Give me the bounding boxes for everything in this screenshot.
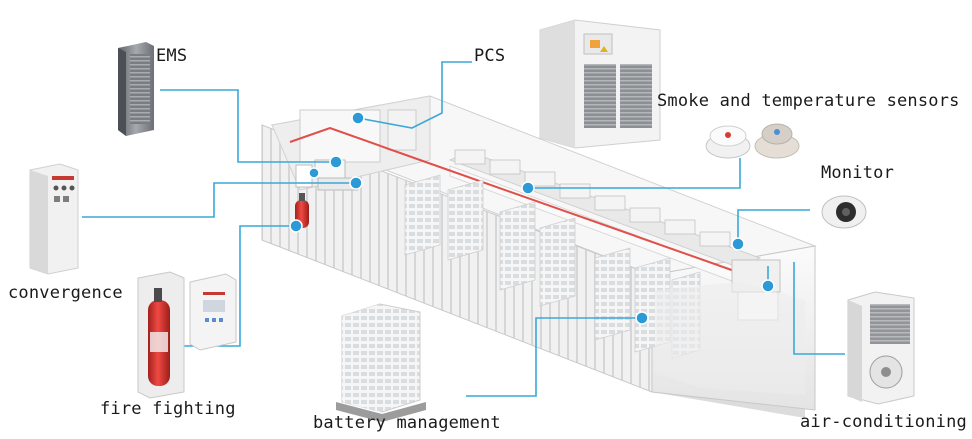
smoke-sensor-icon xyxy=(705,125,751,159)
pcs-label: PCS xyxy=(474,46,506,66)
connector-lines xyxy=(82,61,845,397)
camera-icon xyxy=(821,195,867,229)
container-icon xyxy=(261,95,817,418)
pcs-inverter-icon xyxy=(539,19,661,149)
monitor-line xyxy=(737,209,810,244)
fire-extinguisher-icon xyxy=(137,271,185,399)
connector-dots xyxy=(289,111,775,325)
ems-cabinet-icon xyxy=(118,42,154,136)
convergence-label: convergence xyxy=(8,283,123,303)
air-conditioner-icon xyxy=(847,291,915,405)
sensors-line xyxy=(528,158,741,189)
ems-line xyxy=(160,89,336,163)
pcs-line xyxy=(357,61,472,129)
aircon-line xyxy=(793,262,845,355)
monitor-label: Monitor xyxy=(821,163,895,183)
battery-management-label: battery management xyxy=(313,413,501,433)
fire-alarm-panel-icon xyxy=(189,273,237,351)
switchgear-icon xyxy=(29,163,79,275)
fire-fighting-label: fire fighting xyxy=(100,399,236,419)
air-conditioning-label: air-conditioning xyxy=(800,412,967,432)
temperature-sensor-icon xyxy=(754,123,800,159)
convergence-line xyxy=(82,182,356,218)
ems-label: EMS xyxy=(156,46,188,66)
sensors-label: Smoke and temperature sensors xyxy=(657,91,960,111)
battery-rack-icon xyxy=(336,303,426,422)
battery-line xyxy=(466,317,642,397)
